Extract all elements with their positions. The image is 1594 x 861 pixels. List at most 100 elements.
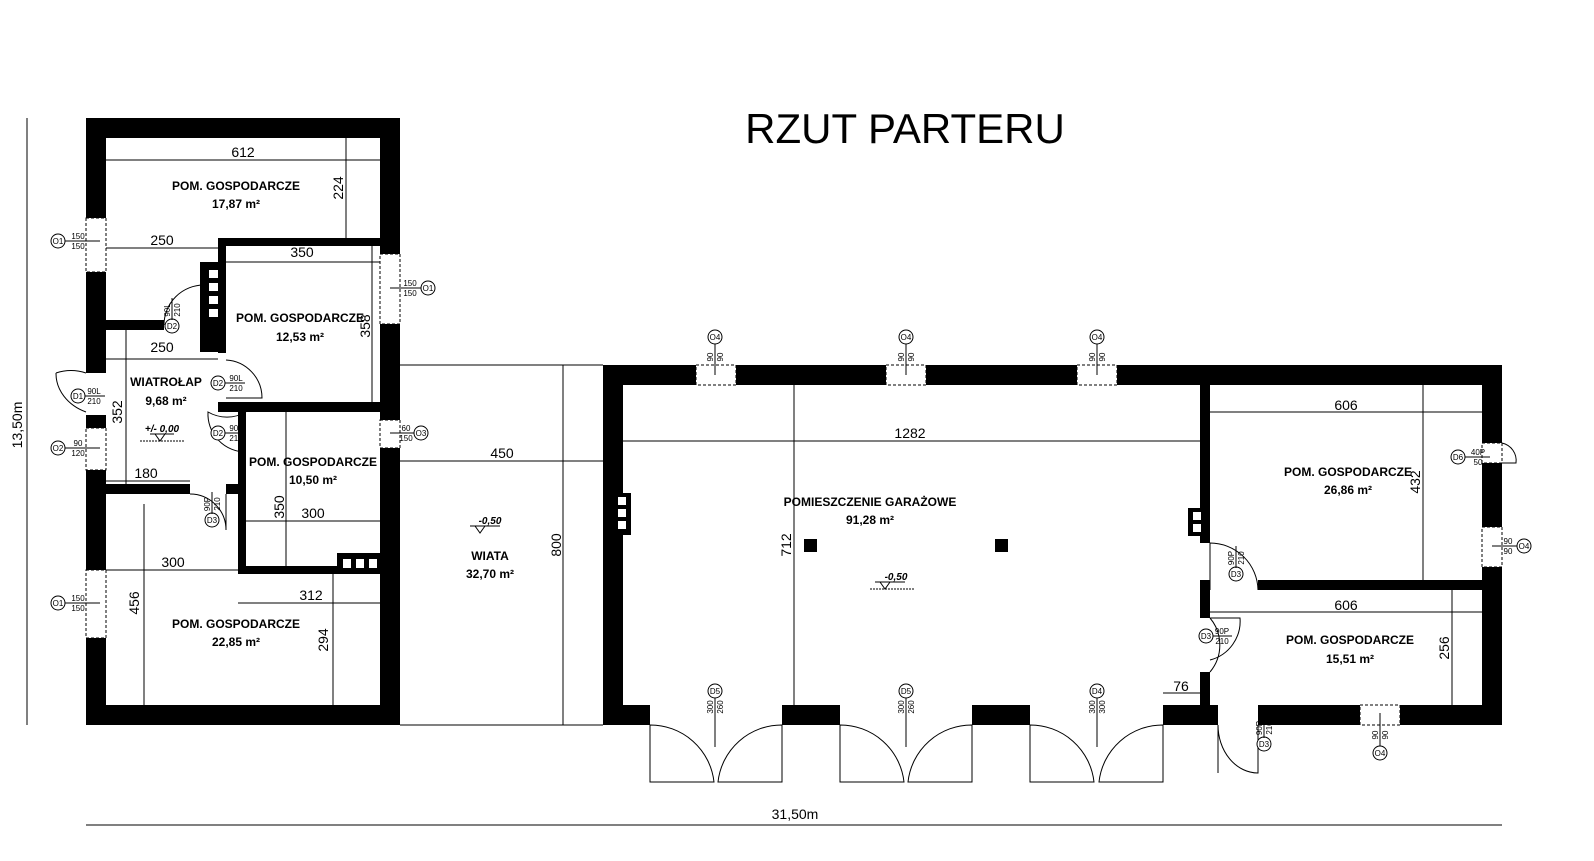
dim-294: 294 bbox=[315, 628, 331, 652]
dim-800: 800 bbox=[548, 533, 564, 557]
room-name: WIATA bbox=[471, 549, 509, 563]
column bbox=[804, 539, 817, 552]
svg-text:D3: D3 bbox=[1201, 632, 1212, 641]
room-name: POM. GOSPODARCZE bbox=[249, 455, 377, 469]
plan-title: RZUT PARTERU bbox=[745, 105, 1065, 152]
dim-456: 456 bbox=[126, 591, 142, 615]
svg-text:90P: 90P bbox=[1255, 721, 1264, 735]
dimension-lines-left bbox=[106, 138, 380, 705]
vent-ducts bbox=[209, 270, 377, 568]
overall-width-dimension: 31,50m bbox=[86, 806, 1502, 826]
svg-text:300: 300 bbox=[897, 700, 906, 714]
room-name: POMIESZCZENIE GARAŻOWE bbox=[784, 494, 957, 509]
dim-350b: 350 bbox=[271, 495, 287, 519]
overall-width-label: 31,50m bbox=[772, 806, 819, 822]
svg-text:40P: 40P bbox=[1471, 448, 1485, 457]
svg-text:90: 90 bbox=[1381, 730, 1390, 739]
wiata-lines bbox=[400, 364, 603, 726]
dim-312: 312 bbox=[299, 587, 323, 603]
room-area: 17,87 m² bbox=[212, 197, 260, 211]
svg-text:90L: 90L bbox=[163, 303, 172, 317]
svg-text:90L: 90L bbox=[229, 374, 243, 383]
right-building-walls bbox=[603, 365, 1502, 725]
column bbox=[995, 539, 1008, 552]
svg-text:300: 300 bbox=[1098, 700, 1107, 714]
dim-358: 358 bbox=[357, 314, 373, 338]
room-area: 10,50 m² bbox=[289, 473, 337, 487]
svg-text:90: 90 bbox=[1088, 352, 1097, 361]
svg-text:D3: D3 bbox=[207, 516, 218, 525]
svg-text:O4: O4 bbox=[1092, 333, 1103, 342]
dim-350: 350 bbox=[290, 244, 314, 260]
svg-text:-0,50: -0,50 bbox=[479, 516, 502, 527]
svg-text:150: 150 bbox=[71, 604, 85, 613]
svg-text:O1: O1 bbox=[53, 237, 64, 246]
svg-text:210: 210 bbox=[213, 497, 222, 511]
window-o3 bbox=[379, 419, 401, 449]
room-area: 22,85 m² bbox=[212, 635, 260, 649]
room-area: 9,68 m² bbox=[145, 394, 186, 408]
svg-text:150: 150 bbox=[71, 242, 85, 251]
level-marker: +/- 0,00 bbox=[140, 424, 185, 442]
svg-text:90: 90 bbox=[1371, 730, 1380, 739]
dim-432: 432 bbox=[1407, 470, 1423, 494]
dim-606: 606 bbox=[1334, 397, 1358, 413]
svg-text:O2: O2 bbox=[53, 444, 64, 453]
dimension-lines-right bbox=[623, 385, 1482, 705]
svg-text:+/- 0,00: +/- 0,00 bbox=[145, 424, 180, 435]
dim-612: 612 bbox=[231, 144, 255, 160]
svg-text:210: 210 bbox=[1237, 551, 1246, 565]
svg-text:260: 260 bbox=[907, 700, 916, 714]
svg-text:90L: 90L bbox=[87, 387, 101, 396]
svg-text:O4: O4 bbox=[901, 333, 912, 342]
door-swings-right bbox=[649, 442, 1517, 783]
svg-text:90: 90 bbox=[1098, 352, 1107, 361]
svg-text:210: 210 bbox=[87, 397, 101, 406]
svg-text:90: 90 bbox=[897, 352, 906, 361]
level-marker: -0,50 bbox=[470, 516, 502, 534]
vent-ducts-right bbox=[618, 497, 1201, 532]
room-area: 26,86 m² bbox=[1324, 483, 1372, 497]
dim-300: 300 bbox=[301, 505, 325, 521]
dim-250b: 250 bbox=[150, 339, 174, 355]
svg-text:150: 150 bbox=[71, 232, 85, 241]
window-o4 bbox=[695, 364, 737, 386]
overall-height-dimension: 13,50m bbox=[9, 118, 28, 725]
door-opening-d1 bbox=[86, 373, 106, 415]
left-building-walls bbox=[86, 118, 400, 725]
svg-text:260: 260 bbox=[716, 700, 725, 714]
svg-text:210: 210 bbox=[229, 384, 243, 393]
svg-text:150: 150 bbox=[399, 434, 413, 443]
room-area: 15,51 m² bbox=[1326, 652, 1374, 666]
room-name: WIATROŁAP bbox=[130, 375, 202, 389]
svg-text:50: 50 bbox=[1474, 458, 1483, 467]
room-name: POM. GOSPODARCZE bbox=[1286, 633, 1414, 647]
window-o2 bbox=[85, 427, 107, 471]
svg-text:150: 150 bbox=[403, 279, 417, 288]
svg-text:210: 210 bbox=[173, 303, 182, 317]
svg-text:D5: D5 bbox=[710, 687, 721, 696]
dim-256: 256 bbox=[1436, 636, 1452, 660]
window-o1-right bbox=[379, 253, 401, 325]
svg-text:90P: 90P bbox=[1227, 551, 1236, 565]
dim-250: 250 bbox=[150, 232, 174, 248]
svg-text:90: 90 bbox=[1504, 537, 1513, 546]
window-o4-right bbox=[1481, 526, 1503, 568]
